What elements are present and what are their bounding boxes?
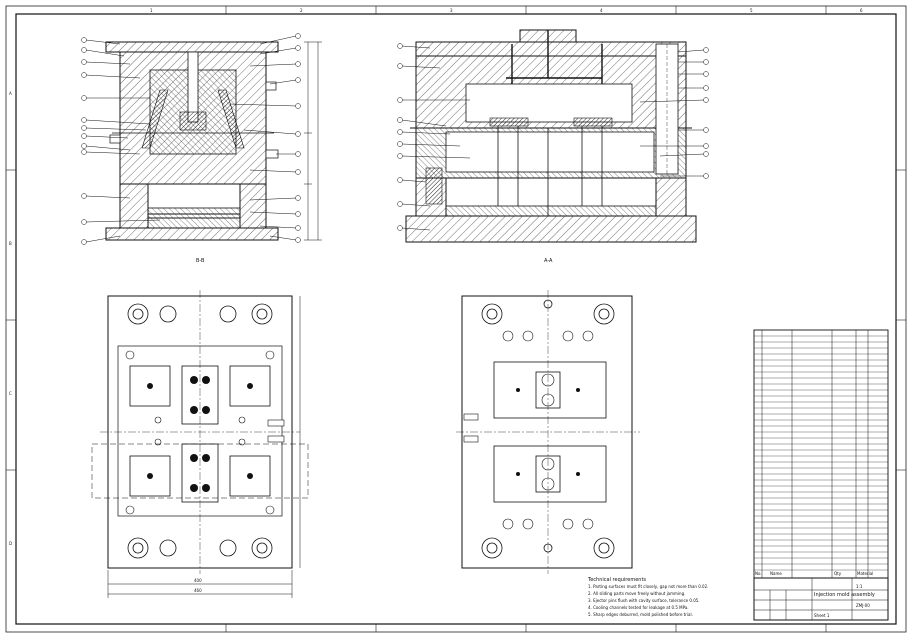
grid-col-5: 5 — [750, 8, 753, 13]
bom-no-header: No. — [755, 571, 762, 576]
grid-row-a: A — [9, 91, 12, 96]
title-block: Injection mold assembly 1:1 ZMJ-00 Sheet… — [753, 577, 889, 621]
plan-left-dim-inner: 400 — [194, 578, 202, 583]
bom-table: No. Name Qty Material — [753, 329, 889, 579]
plan-view-left: 400 460 — [91, 290, 309, 598]
notes-line-1: 1. Parting surfaces must fit closely, ga… — [588, 584, 708, 589]
grid-row-c: C — [9, 391, 12, 396]
grid-labels: 1 2 3 4 5 6 A B C D — [9, 8, 863, 546]
section-view-left: B-B — [81, 33, 322, 264]
section-right-label: A-A — [544, 258, 553, 264]
plan-view-right — [456, 290, 640, 574]
grid-col-3: 3 — [450, 8, 453, 13]
notes-line-4: 4. Cooling channels tested for leakage a… — [588, 605, 689, 610]
plan-left-dim-outer: 460 — [194, 588, 202, 593]
section-view-right: A-A — [397, 29, 709, 264]
grid-col-1: 1 — [150, 8, 153, 13]
grid-col-4: 4 — [600, 8, 603, 13]
grid-row-b: B — [9, 241, 12, 246]
grid-ticks — [6, 6, 906, 632]
bom-qty-header: Qty — [834, 571, 842, 576]
bom-name-header: Name — [770, 571, 782, 576]
notes-heading: Technical requirements — [587, 577, 646, 583]
grid-row-d: D — [9, 541, 12, 546]
inner-border — [15, 13, 897, 625]
bom-material-header: Material — [857, 571, 873, 576]
notes-line-5: 5. Sharp edges deburred, mold polished b… — [588, 612, 693, 617]
grid-col-2: 2 — [300, 8, 303, 13]
section-left-label: B-B — [196, 258, 205, 264]
notes-line-3: 3. Ejector pins flush with cavity surfac… — [588, 598, 700, 603]
outer-border — [5, 5, 907, 633]
title-block-scale: 1:1 — [856, 584, 863, 589]
notes-line-2: 2. All sliding parts move freely without… — [588, 591, 685, 596]
title-block-sheet: Sheet 1 — [814, 613, 830, 618]
grid-col-6: 6 — [860, 8, 863, 13]
title-block-drawing-no: ZMJ-00 — [856, 603, 870, 608]
title-block-title: Injection mold assembly — [814, 592, 875, 598]
technical-notes: Technical requirements 1. Parting surfac… — [587, 577, 708, 617]
